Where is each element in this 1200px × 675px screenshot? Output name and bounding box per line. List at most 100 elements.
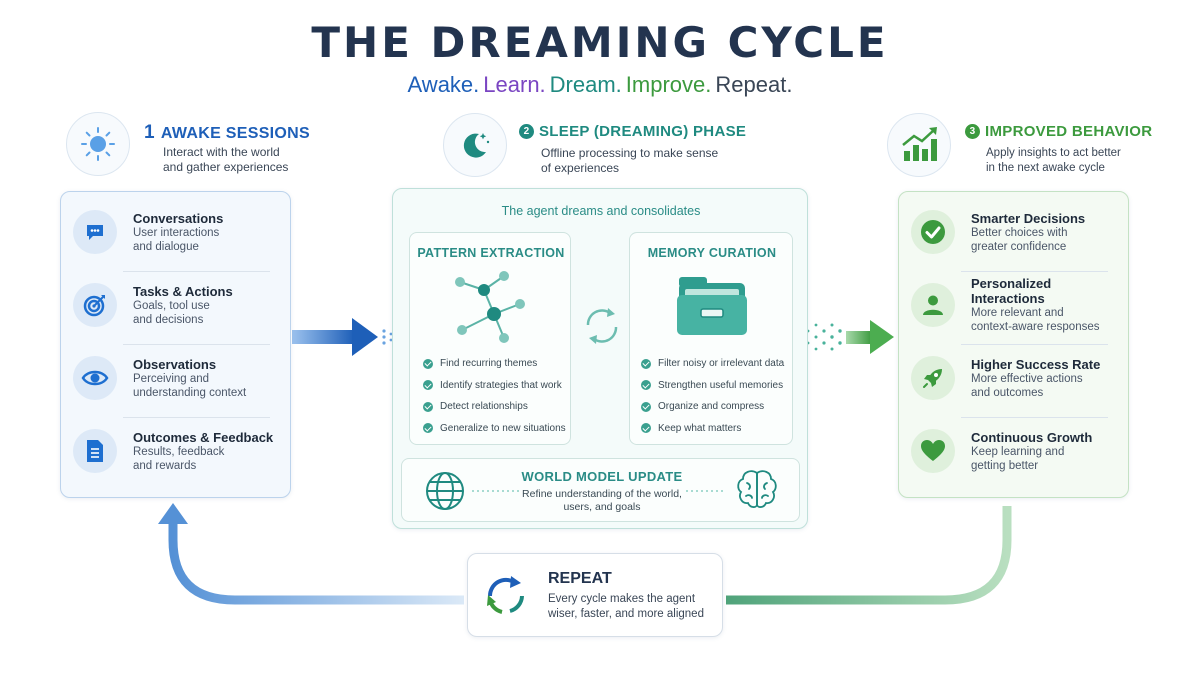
check-icon: [641, 401, 651, 412]
improved-description: Apply insights to act better in the next…: [986, 147, 1121, 174]
check-icon: [641, 358, 651, 369]
rocket-icon: [911, 356, 955, 400]
sleep-number: 2: [519, 124, 534, 139]
repeat-title: REPEAT: [548, 570, 612, 587]
sleep-panel: The agent dreams and consolidates PATTER…: [392, 188, 808, 529]
divider: [123, 417, 270, 418]
checklist-item: Keep what matters: [641, 418, 784, 440]
document-icon: [73, 429, 117, 473]
improved-number: 3: [965, 124, 980, 139]
checkmark-icon: [911, 210, 955, 254]
dotted-connector-right: [686, 490, 726, 492]
subtitle-word: Improve.: [625, 72, 712, 97]
item-title: Tasks & Actions: [133, 283, 233, 299]
check-icon: [641, 423, 651, 434]
checklist-item: Detect relationships: [423, 396, 566, 418]
item-title: Personalized Interactions: [971, 276, 1052, 306]
world-model-title: WORLD MODEL UPDATE: [521, 469, 683, 484]
folder-icon: [677, 277, 747, 335]
checklist-item: Organize and compress: [641, 396, 784, 418]
growth-chart-icon: [887, 113, 951, 177]
item-title: Continuous Growth: [971, 429, 1093, 445]
dotted-connector-left: [472, 490, 522, 492]
moon-icon: [443, 113, 507, 177]
heart-icon: [911, 429, 955, 473]
arrow-awake-to-sleep: [292, 318, 399, 356]
loop-arrow-left: [168, 522, 464, 605]
item-title: Conversations: [133, 210, 224, 226]
cycle-icon: [487, 576, 524, 614]
sun-icon: [66, 112, 130, 176]
check-icon: [423, 380, 433, 391]
brain-icon: [737, 470, 777, 508]
target-icon: [73, 283, 117, 327]
person-icon: [911, 283, 955, 327]
chat-icon: [73, 210, 117, 254]
item-title: Higher Success Rate: [971, 356, 1101, 372]
network-icon: [455, 271, 525, 343]
repeat-box: REPEAT Every cycle makes the agent wiser…: [467, 553, 723, 637]
sleep-panel-title: The agent dreams and consolidates: [501, 204, 701, 218]
sleep-description: Offline processing to make sense of expe…: [541, 146, 719, 175]
divider: [123, 344, 270, 345]
checklist-item: Find recurring themes: [423, 353, 566, 375]
cycle-arrows-icon: [586, 308, 618, 344]
memory-curation-card: MEMORY CURATION Filter noisy or irreleva…: [629, 232, 793, 445]
arrow-sleep-to-improved: [798, 320, 894, 354]
memory-curation-title: MEMORY CURATION: [647, 246, 777, 260]
check-icon: [641, 380, 651, 391]
world-model-description: Refine understanding of the world, users…: [522, 488, 682, 513]
checklist-item: Filter noisy or irrelevant data: [641, 353, 784, 375]
check-icon: [423, 401, 433, 412]
pattern-extraction-card: PATTERN EXTRACTION Find recurring themes…: [409, 232, 571, 445]
divider: [961, 417, 1108, 418]
awake-number: 1: [144, 122, 155, 143]
item-title: Smarter Decisions: [971, 210, 1086, 226]
item-title: Observations: [133, 356, 217, 372]
world-model-card: WORLD MODEL UPDATE Refine understanding …: [401, 458, 800, 522]
pattern-extraction-title: PATTERN EXTRACTION: [417, 246, 565, 260]
awake-description: Interact with the world and gather exper…: [163, 145, 289, 174]
page-subtitle: Awake.Learn.Dream.Improve.Repeat.: [0, 72, 1200, 98]
check-icon: [423, 423, 433, 434]
item-title: Outcomes & Feedback: [133, 429, 274, 445]
checklist-item: Strengthen useful memories: [641, 375, 784, 397]
repeat-description: Every cycle makes the agent wiser, faste…: [548, 593, 704, 620]
checklist-item: Generalize to new situations: [423, 418, 566, 440]
check-icon: [423, 358, 433, 369]
subtitle-word: Dream.: [549, 72, 622, 97]
subtitle-word: Repeat.: [715, 72, 793, 97]
subtitle-word: Learn.: [483, 72, 546, 97]
loop-arrow-right: [726, 506, 1012, 605]
divider: [123, 271, 270, 272]
divider: [961, 344, 1108, 345]
checklist-item: Identify strategies that work: [423, 375, 566, 397]
page-title: THE DREAMING CYCLE: [311, 18, 889, 67]
divider: [961, 271, 1108, 272]
globe-icon: [426, 472, 464, 510]
